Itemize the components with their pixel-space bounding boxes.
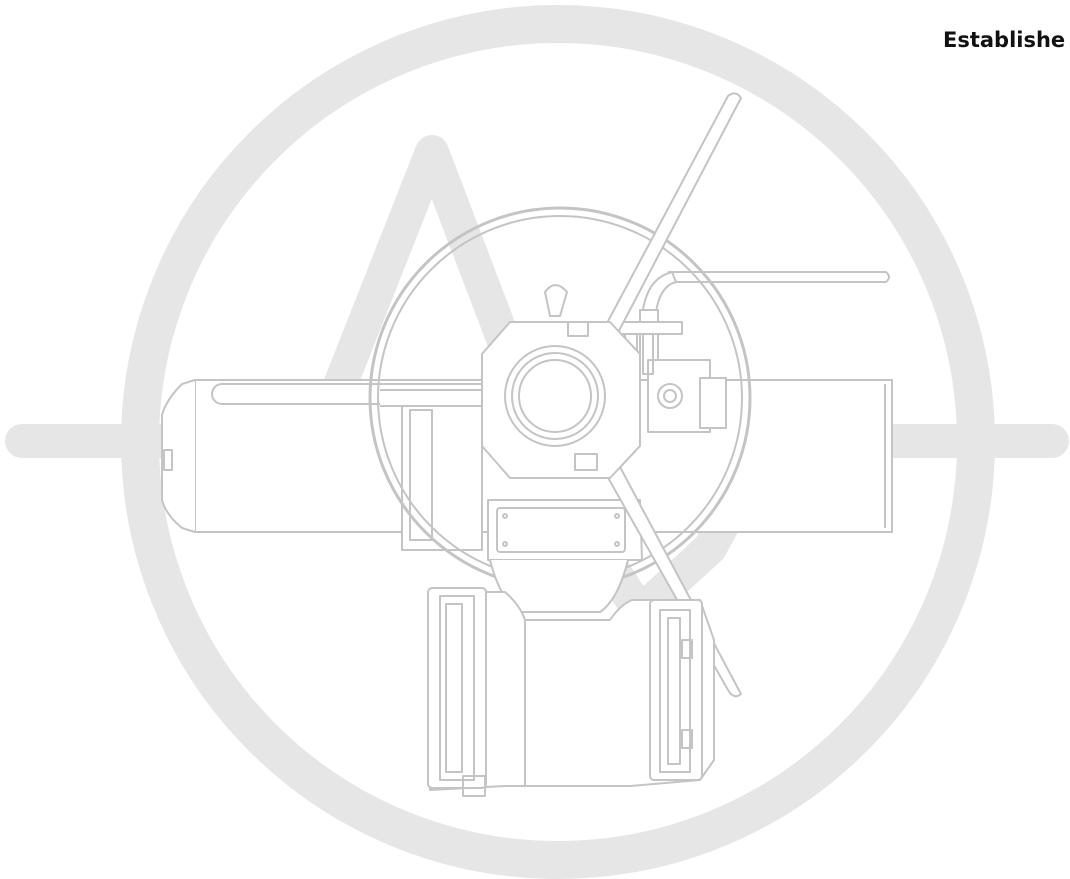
tagline-text: Establishe bbox=[943, 28, 1066, 52]
gear-housing-left bbox=[401, 399, 483, 551]
right-flange bbox=[649, 599, 703, 781]
left-flange bbox=[427, 587, 487, 789]
spoke-upper-right bbox=[597, 92, 742, 347]
valve-neck bbox=[489, 559, 629, 613]
right-rod bbox=[668, 271, 890, 283]
hub-window-mid bbox=[511, 352, 599, 440]
valve-actuator-icon bbox=[161, 92, 893, 797]
left-end-cap bbox=[161, 379, 196, 533]
hub-window-inner bbox=[518, 359, 592, 433]
